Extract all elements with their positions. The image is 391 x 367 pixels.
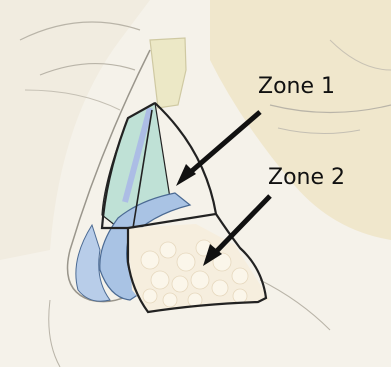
zone1-label: Zone 1 [258, 76, 335, 98]
zone2-label: Zone 2 [268, 167, 345, 189]
